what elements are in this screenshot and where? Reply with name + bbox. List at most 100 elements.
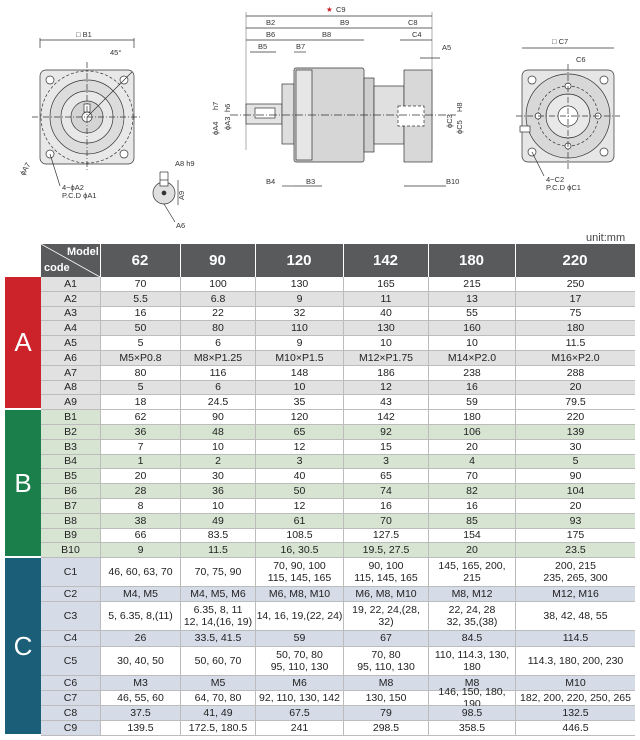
- cell-c1-220: 200, 215 235, 265, 300: [515, 558, 635, 587]
- label-h8: H8: [455, 102, 464, 112]
- cell-c5-90: 50, 60, 70: [180, 646, 255, 675]
- cell-b2-180: 106: [428, 425, 515, 439]
- label-a5: A5: [442, 43, 451, 52]
- cell-c2-220: M12, M16: [515, 587, 635, 602]
- cell-b4-90: 2: [180, 454, 255, 469]
- label-c3: ϕC3: [445, 114, 454, 128]
- cell-b3-120: 12: [255, 439, 343, 454]
- cell-b8-220: 93: [515, 513, 635, 528]
- row-code: C6: [41, 675, 100, 690]
- cell-b10-220: 23.5: [515, 543, 635, 558]
- row-code: A9: [41, 395, 100, 410]
- header-model-220: 220: [562, 252, 588, 269]
- cell-c6-220: M10: [515, 675, 635, 690]
- star-mark: ★: [326, 5, 333, 14]
- label-angle: 45°: [110, 48, 121, 57]
- cell-c3-62: 5, 6.35, 8,(11): [100, 602, 180, 631]
- cell-b4-120: 3: [255, 454, 343, 469]
- cell-b1-180: 180: [428, 410, 515, 424]
- header-separator: [255, 244, 256, 277]
- label-a6: A6: [176, 221, 185, 230]
- cell-a3-142: 40: [343, 306, 428, 321]
- label-b3: B3: [306, 177, 315, 186]
- cell-a3-180: 55: [428, 306, 515, 321]
- cell-c5-62: 30, 40, 50: [100, 646, 180, 675]
- cell-c8-90: 41, 49: [180, 706, 255, 721]
- cell-b1-62: 62: [100, 410, 180, 424]
- front-view: □ B1 45° ϕA7 4−ϕA2 P.C.D ϕA1: [18, 30, 142, 200]
- cell-b8-142: 70: [343, 513, 428, 528]
- cell-c6-180: M8: [428, 675, 515, 690]
- group-a: A: [5, 277, 41, 409]
- row-code: A4: [41, 321, 100, 336]
- cell-b9-90: 83.5: [180, 528, 255, 543]
- row-code: B1: [41, 410, 100, 424]
- row-code: C1: [41, 558, 100, 587]
- cell-b5-142: 65: [343, 469, 428, 484]
- cell-c2-62: M4, M5: [100, 587, 180, 602]
- cell-c7-220: 182, 200, 220, 250, 265: [515, 690, 635, 705]
- cell-c9-90: 172.5, 180.5: [180, 721, 255, 736]
- cell-c2-120: M6, M8, M10: [255, 587, 343, 602]
- header-diagonal: [41, 244, 100, 277]
- label-a9: A9: [177, 191, 186, 200]
- cell-a9-90: 24.5: [180, 395, 255, 410]
- cell-b10-90: 11.5: [180, 543, 255, 558]
- cell-a9-142: 43: [343, 395, 428, 410]
- cell-c1-90: 70, 75, 90: [180, 558, 255, 587]
- cell-c7-90: 64, 70, 80: [180, 690, 255, 705]
- cell-b2-142: 92: [343, 425, 428, 439]
- cell-a9-180: 59: [428, 395, 515, 410]
- label-h7: h7: [211, 102, 220, 110]
- row-code: A7: [41, 365, 100, 380]
- cell-a7-142: 186: [343, 365, 428, 380]
- row-code: B10: [41, 543, 100, 558]
- cell-a8-142: 12: [343, 380, 428, 395]
- header-separator: [180, 244, 181, 277]
- cell-a2-62: 5.5: [100, 291, 180, 306]
- cell-c8-142: 79: [343, 706, 428, 721]
- row-code: C4: [41, 631, 100, 646]
- cell-a4-120: 110: [255, 321, 343, 336]
- cell-c5-180: 110, 114.3, 130, 180: [428, 646, 515, 675]
- side-view: ★ C9 B2 B9 C8 B6 B8 C4 B5 B7 A5 ϕA4 h: [211, 5, 464, 187]
- cell-a5-120: 9: [255, 336, 343, 350]
- cell-c6-120: M6: [255, 675, 343, 690]
- cell-a1-180: 215: [428, 277, 515, 291]
- cell-b3-220: 30: [515, 439, 635, 454]
- rear-view: □ C7 C6 4−C2 P.C.D ϕC1: [516, 37, 620, 192]
- cell-b6-142: 74: [343, 484, 428, 498]
- cell-c9-120: 241: [255, 721, 343, 736]
- cell-a7-220: 288: [515, 365, 635, 380]
- cell-b9-220: 175: [515, 528, 635, 543]
- cell-b8-62: 38: [100, 513, 180, 528]
- cell-b1-142: 142: [343, 410, 428, 424]
- header-code-label: code: [44, 262, 70, 274]
- label-c7: □ C7: [552, 37, 568, 46]
- cell-a6-90: M8×P1.25: [180, 351, 255, 365]
- cell-b6-180: 82: [428, 484, 515, 498]
- cell-b3-142: 15: [343, 439, 428, 454]
- header-model-180: 180: [458, 252, 485, 269]
- cell-c6-142: M8: [343, 675, 428, 690]
- cell-b4-180: 4: [428, 454, 515, 469]
- label-b4: B4: [266, 177, 275, 186]
- group-c: C: [5, 558, 41, 735]
- cell-a5-220: 11.5: [515, 336, 635, 350]
- cell-b2-62: 36: [100, 425, 180, 439]
- label-c4: C4: [412, 30, 422, 39]
- cell-b6-90: 36: [180, 484, 255, 498]
- cell-c4-142: 67: [343, 631, 428, 646]
- cell-c4-180: 84.5: [428, 631, 515, 646]
- cell-b8-120: 61: [255, 513, 343, 528]
- unit-label: unit:mm: [586, 232, 626, 244]
